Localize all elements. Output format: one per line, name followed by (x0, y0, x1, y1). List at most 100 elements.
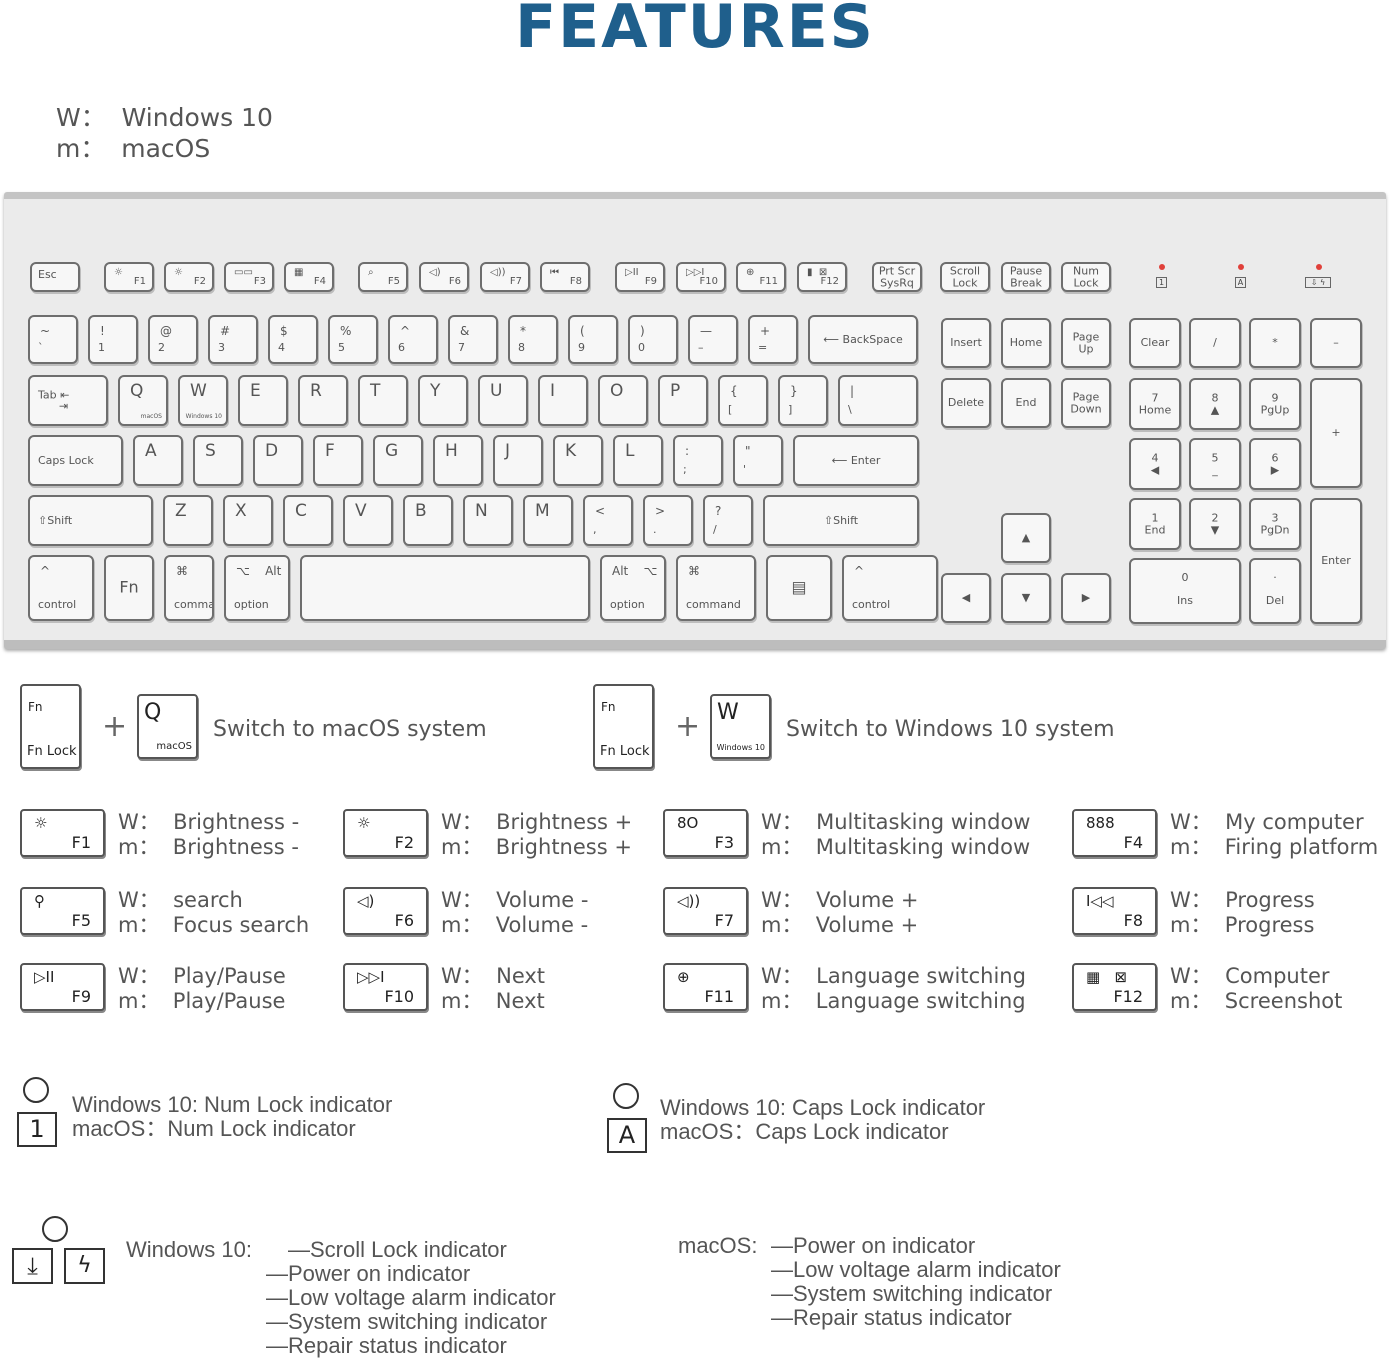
key-f12[interactable]: F12▮ ⊠ (797, 262, 847, 292)
key-i[interactable]: I (538, 375, 588, 426)
key-b[interactable]: B (403, 495, 453, 546)
key-arrow-down[interactable]: ▼ (1001, 573, 1051, 623)
key-f8[interactable]: F8⏮ (540, 262, 590, 292)
key-t[interactable]: T (358, 375, 408, 426)
key-6[interactable]: ^6 (388, 315, 438, 364)
key-esc[interactable]: Esc (30, 262, 80, 292)
key-c[interactable]: C (283, 495, 333, 546)
key-f11[interactable]: F11⊕ (736, 262, 786, 292)
key-lcommand[interactable]: ⌘command (164, 555, 214, 621)
key-np-4[interactable]: 4 ◀ (1129, 438, 1181, 490)
key-fn[interactable]: Fn (104, 555, 154, 621)
key-f4[interactable]: F4▦ (284, 262, 334, 292)
key-lbracket[interactable]: {[ (718, 375, 768, 426)
key-enter[interactable]: ⟵ Enter (793, 435, 919, 486)
key-scrolllock[interactable]: Scroll Lock (940, 262, 990, 292)
key-np-3[interactable]: 3 PgDn (1249, 498, 1301, 550)
key-np-7[interactable]: 7 Home (1129, 378, 1181, 430)
key-period[interactable]: >. (643, 495, 693, 546)
key-d[interactable]: D (253, 435, 303, 486)
key-arrow-left[interactable]: ◀ (941, 573, 991, 623)
key-l[interactable]: L (613, 435, 663, 486)
key-m[interactable]: M (523, 495, 573, 546)
key-semicolon[interactable]: :; (673, 435, 723, 486)
key-8[interactable]: *8 (508, 315, 558, 364)
key-0[interactable]: )0 (628, 315, 678, 364)
key-arrow-up[interactable]: ▲ (1001, 513, 1051, 563)
key-pause[interactable]: Pause Break (1001, 262, 1051, 292)
key-quote[interactable]: "' (733, 435, 783, 486)
key-np-8[interactable]: 8 ▲ (1189, 378, 1241, 430)
key-pageup[interactable]: Page Up (1061, 318, 1111, 368)
key-z[interactable]: Z (163, 495, 213, 546)
key-r[interactable]: R (298, 375, 348, 426)
key-np-multiply[interactable]: * (1249, 318, 1301, 368)
key-equal[interactable]: += (748, 315, 798, 364)
key-y[interactable]: Y (418, 375, 468, 426)
key-rbracket[interactable]: }] (778, 375, 828, 426)
key-f5[interactable]: F5⌕ (358, 262, 408, 292)
key-np-clear[interactable]: Clear (1129, 318, 1181, 368)
key-space[interactable] (300, 555, 590, 621)
key-backslash[interactable]: |\ (838, 375, 918, 426)
key-capslock[interactable]: Caps Lock (28, 435, 123, 486)
key-end[interactable]: End (1001, 378, 1051, 428)
key-f10[interactable]: F10▷▷I (676, 262, 726, 292)
key-np-6[interactable]: 6 ▶ (1249, 438, 1301, 490)
key-a[interactable]: A (133, 435, 183, 486)
key-lshift[interactable]: ⇧Shift (28, 495, 153, 546)
key-pagedown[interactable]: Page Down (1061, 378, 1111, 428)
key-s[interactable]: S (193, 435, 243, 486)
key-4[interactable]: $4 (268, 315, 318, 364)
key-prtscr[interactable]: Prt Scr SysRq (872, 262, 922, 292)
key-menu[interactable]: ▤ (766, 555, 832, 621)
key-insert[interactable]: Insert (941, 318, 991, 368)
key-np-del[interactable]: · Del (1249, 558, 1301, 624)
key-minus[interactable]: —– (688, 315, 738, 364)
key-7[interactable]: &7 (448, 315, 498, 364)
key-h[interactable]: H (433, 435, 483, 486)
key-f3[interactable]: F3▭▭ (224, 262, 274, 292)
key-1[interactable]: !1 (88, 315, 138, 364)
key-np-9[interactable]: 9 PgUp (1249, 378, 1301, 430)
key-home[interactable]: Home (1001, 318, 1051, 368)
key-9[interactable]: (9 (568, 315, 618, 364)
key-tilde[interactable]: ~` (28, 315, 78, 364)
key-f9[interactable]: F9▷II (615, 262, 665, 292)
key-n[interactable]: N (463, 495, 513, 546)
key-v[interactable]: V (343, 495, 393, 546)
key-rshift[interactable]: ⇧Shift (763, 495, 919, 546)
key-np-divide[interactable]: / (1189, 318, 1241, 368)
key-k[interactable]: K (553, 435, 603, 486)
key-x[interactable]: X (223, 495, 273, 546)
key-delete[interactable]: Delete (941, 378, 991, 428)
key-np-plus[interactable]: + (1310, 378, 1362, 488)
key-j[interactable]: J (493, 435, 543, 486)
key-f2[interactable]: F2☼ (164, 262, 214, 292)
key-2[interactable]: @2 (148, 315, 198, 364)
key-np-enter[interactable]: Enter (1310, 498, 1362, 624)
key-f[interactable]: F (313, 435, 363, 486)
key-np-2[interactable]: 2 ▼ (1189, 498, 1241, 550)
key-np-0[interactable]: 0 Ins (1129, 558, 1241, 624)
key-f1[interactable]: F1☼ (104, 262, 154, 292)
key-np-minus[interactable]: – (1310, 318, 1362, 368)
key-comma[interactable]: <, (583, 495, 633, 546)
key-o[interactable]: O (598, 375, 648, 426)
key-e[interactable]: E (238, 375, 288, 426)
key-roption[interactable]: Alt ⌥option (600, 555, 666, 621)
key-f7[interactable]: F7◁)) (480, 262, 530, 292)
key-u[interactable]: U (478, 375, 528, 426)
key-slash[interactable]: ?/ (703, 495, 753, 546)
key-lcontrol[interactable]: ^control (28, 555, 94, 621)
key-np-1[interactable]: 1 End (1129, 498, 1181, 550)
key-tab[interactable]: Tab ⇤ ⇥ (28, 375, 108, 426)
key-backspace[interactable]: ⟵ BackSpace (808, 315, 918, 364)
key-5[interactable]: %5 (328, 315, 378, 364)
key-3[interactable]: #3 (208, 315, 258, 364)
key-p[interactable]: P (658, 375, 708, 426)
key-rcontrol[interactable]: ^control (842, 555, 938, 621)
